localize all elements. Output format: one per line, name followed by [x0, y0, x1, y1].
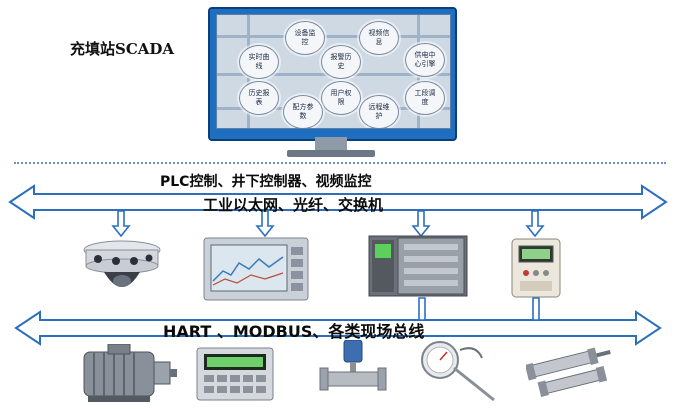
module-realtime[interactable]: 实时曲线	[239, 45, 279, 79]
monitor-stand	[315, 137, 347, 151]
drop-arrow-meter	[525, 210, 545, 238]
scada-monitor: 实时曲线 设备监控 报警历史 视频信息 供电中心引擎 历史报表 用户权限 配方参…	[208, 7, 457, 141]
gas-meter-icon	[511, 238, 561, 298]
link-meter-fieldbus	[532, 297, 540, 321]
drop-arrow-camera	[111, 210, 131, 238]
module-device[interactable]: 设备监控	[285, 21, 325, 55]
electric-motor-icon	[83, 344, 177, 402]
monitor-base	[287, 150, 375, 157]
module-param[interactable]: 配方参数	[283, 95, 323, 128]
module-history[interactable]: 历史报表	[239, 81, 279, 115]
fieldbus-bus-arrow	[14, 310, 662, 346]
pneumatic-cylinder-icon	[526, 347, 611, 397]
ethernet-bus-arrow	[8, 184, 668, 220]
scada-screen: 实时曲线 设备监控 报警历史 视频信息 供电中心引擎 历史报表 用户权限 配方参…	[216, 14, 451, 129]
label-fieldbus: HART 、MODBUS、各类现场总线	[163, 322, 425, 341]
module-alarm[interactable]: 报警历史	[321, 45, 361, 79]
flowmeter-icon	[319, 340, 387, 391]
hmi-panel-icon	[203, 237, 309, 301]
module-user[interactable]: 用户权限	[321, 81, 361, 115]
separator-line	[14, 162, 666, 164]
label-network: 工业以太网、光纤、交换机	[203, 196, 384, 214]
thermometer-icon	[421, 341, 495, 402]
drop-arrow-hmi	[255, 210, 275, 238]
module-remote[interactable]: 远程维护	[359, 95, 399, 128]
module-video[interactable]: 视频信息	[359, 21, 399, 55]
module-dispatch[interactable]: 供电中心引擎	[405, 43, 445, 77]
drop-arrow-plc	[411, 210, 431, 238]
link-plc-fieldbus	[418, 297, 426, 321]
weighing-indicator-icon	[196, 347, 274, 401]
plc-controller-icon	[368, 235, 468, 297]
label-top-devices: PLC控制、井下控制器、视频监控	[160, 174, 372, 190]
module-process[interactable]: 工段调度	[405, 81, 445, 115]
diagram-title: 充填站SCADA	[70, 40, 175, 58]
dome-camera-icon	[83, 240, 161, 287]
